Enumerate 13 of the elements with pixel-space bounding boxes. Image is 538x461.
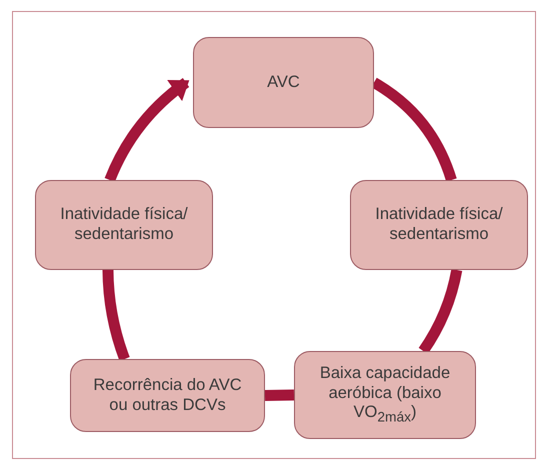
process-box [70, 359, 265, 432]
box-label: Baixa capacidade aeróbica (baixo VO$_{2máx}$) [318, 364, 452, 426]
process-box [350, 180, 528, 270]
connector [102, 270, 130, 361]
box-label: Inatividade física/ sedentarismo [59, 205, 189, 245]
connector [264, 390, 294, 401]
process-box [193, 37, 374, 128]
process-box [294, 351, 476, 439]
box-label: AVC [267, 72, 300, 92]
process-box [35, 180, 213, 270]
box-label: Recorrência do AVC ou outras DCVs [92, 376, 243, 416]
arrow [104, 78, 190, 182]
box-label: Inatividade física/ sedentarismo [374, 205, 504, 245]
